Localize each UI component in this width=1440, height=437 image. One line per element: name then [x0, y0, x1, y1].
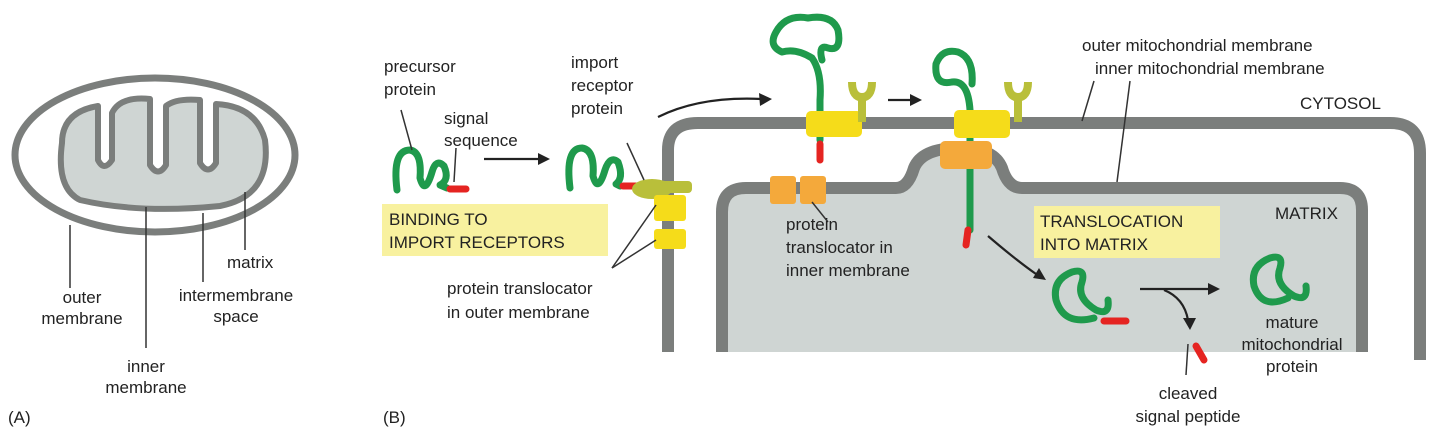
- import-receptor-2: [848, 82, 876, 122]
- precursor-protein-chain: [392, 146, 451, 194]
- panel-a-tag: (A): [8, 408, 31, 427]
- step-box-binding: [382, 204, 608, 256]
- outer-translocator-3: [954, 110, 1010, 138]
- outer-translocator-2: [806, 111, 862, 137]
- cleaved-signal-peptide: [1192, 342, 1208, 364]
- label-matrix-b: MATRIX: [1275, 204, 1338, 223]
- signal-sequence-4: [962, 226, 972, 249]
- label-cytosol: CYTOSOL: [1300, 94, 1381, 113]
- inner-translocator-1: [770, 176, 796, 204]
- mature-protein: [1249, 253, 1310, 306]
- protein-chain-entering: [769, 13, 843, 144]
- protein-chain-translocating: [932, 47, 976, 234]
- outer-mito-membrane: [662, 117, 1426, 360]
- inner-membrane-shape: [57, 95, 269, 212]
- label-outer-mito-membrane: outer mitochondrial membrane: [1082, 36, 1313, 55]
- import-receptor-3: [1004, 82, 1032, 122]
- label-inner-mito-membrane: inner mitochondrial membrane: [1095, 59, 1325, 78]
- inner-translocator-2: [940, 141, 992, 169]
- cleaving-protein: [1051, 267, 1112, 324]
- outer-translocator-1b: [654, 229, 686, 249]
- protein-chain-binding: [565, 144, 625, 192]
- panel-b-tag: (B): [383, 408, 406, 427]
- step-box-translocation: [1034, 206, 1220, 258]
- outer-translocator-1a: [654, 195, 686, 221]
- label-matrix-a: matrix: [227, 253, 274, 272]
